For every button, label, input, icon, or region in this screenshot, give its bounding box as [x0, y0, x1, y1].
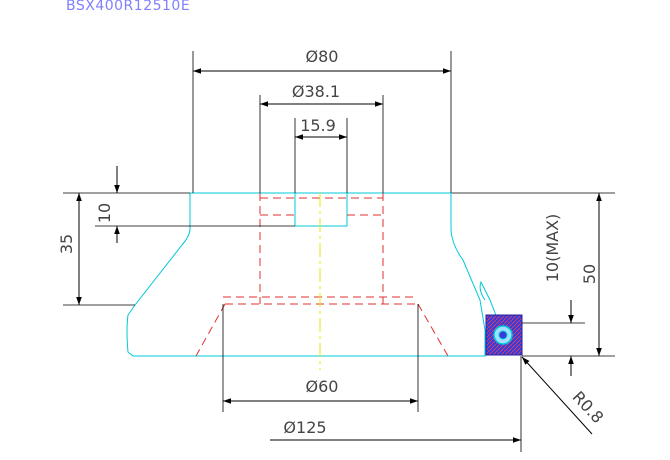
dim-d60-label: Ø60: [306, 377, 339, 396]
dim-h35-label: 35: [57, 234, 76, 254]
dim-h50-label: 50: [580, 264, 599, 284]
dim-d80: Ø80: [192, 47, 452, 193]
dim-h35: 35: [57, 193, 135, 306]
dim-r08-label: R0.8: [569, 387, 608, 427]
dim-h10max: 10(MAX): [522, 214, 585, 376]
dim-d38-label: Ø38.1: [292, 82, 340, 101]
cutter-body-outline: [126, 192, 498, 357]
dim-d125: Ø125: [270, 356, 522, 452]
dim-r08: R0.8: [521, 356, 608, 435]
dim-h10-label: 10: [95, 203, 114, 223]
dim-h50: 50: [452, 192, 615, 357]
dim-d60: Ø60: [222, 304, 419, 412]
dim-h10max-label: 10(MAX): [543, 214, 562, 283]
dim-d80-label: Ø80: [306, 47, 339, 66]
cutting-insert: [485, 314, 523, 356]
dim-d38: Ø38.1: [259, 82, 384, 193]
dim-d125-label: Ø125: [283, 418, 326, 437]
hidden-lines: [195, 193, 449, 357]
dim-w159-label: 15.9: [300, 116, 336, 135]
dim-w159: 15.9: [294, 116, 348, 193]
dim-h10: 10: [63, 166, 295, 243]
part-code-title: BSX400R12510E: [66, 0, 191, 14]
